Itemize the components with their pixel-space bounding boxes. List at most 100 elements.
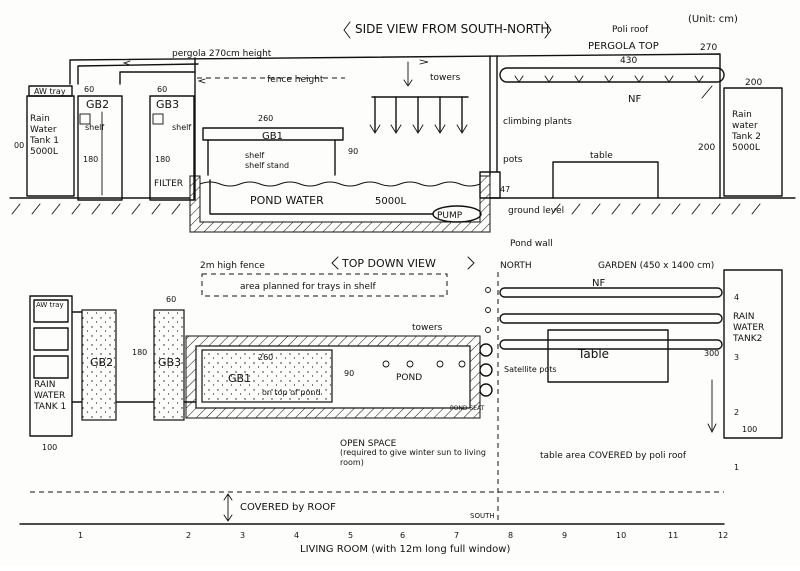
svg-text:3: 3: [240, 531, 245, 540]
dim-60-gb2: 60: [84, 85, 94, 94]
nf-drops: [514, 75, 704, 83]
pond-wall-side: [189, 175, 491, 233]
svg-text:4: 4: [734, 293, 739, 302]
dim-180-top: 180: [132, 348, 147, 357]
area-planned-label: area planned for trays in shelf: [240, 282, 377, 292]
pond-wall-label: Pond wall: [510, 239, 553, 249]
nf-label-top: NF: [592, 278, 605, 289]
dim-47-side: 47: [500, 185, 510, 194]
side-view: SIDE VIEW FROM SOUTH-NORTH (Unit: cm) Po…: [9, 14, 796, 249]
dim-430: 430: [620, 56, 637, 66]
svg-text:8: 8: [508, 531, 513, 540]
svg-text:2: 2: [734, 408, 739, 417]
svg-text:3: 3: [734, 353, 739, 362]
aw-tray-side: AW tray: [34, 87, 66, 96]
svg-text:12: 12: [718, 531, 728, 540]
pots-label-side: pots: [503, 155, 523, 165]
dim-180-gb3: 180: [155, 155, 170, 164]
climbing-plants-label: climbing plants: [503, 117, 572, 127]
dim-60-gb3: 60: [157, 85, 167, 94]
svg-text:7: 7: [454, 531, 459, 540]
gb1-label-top: GB1: [228, 372, 251, 385]
svg-text:6: 6: [400, 531, 405, 540]
on-top-label: on top of pond: [262, 388, 321, 397]
south-label: SOUTH: [470, 512, 495, 520]
dim-100-tank2: 100: [742, 425, 757, 434]
dim-200-top: 200: [745, 78, 762, 88]
open-space-label: OPEN SPACE: [340, 439, 397, 449]
fence-label-top: 2m high fence: [200, 261, 265, 271]
pond-seat-label: POND SEAT: [450, 405, 485, 412]
gb2-side: [77, 95, 123, 201]
svg-text:1: 1: [734, 463, 739, 472]
living-room-label: LIVING ROOM (with 12m long full window): [300, 544, 510, 555]
tank-1-label-side: Rain Water Tank 1 5000L: [30, 114, 60, 157]
gb1-label-side: GB1: [262, 131, 283, 142]
satellite-pots-top: [479, 287, 493, 397]
units-label: (Unit: cm): [688, 14, 738, 25]
rain-water-tank-2-top: [723, 269, 783, 439]
towers-label-side: towers: [430, 73, 461, 83]
right-ticks: 4 3 2 1: [734, 293, 739, 472]
gb2-top: [81, 309, 117, 421]
dim-90-top: 90: [344, 369, 354, 378]
table-label-side: table: [590, 151, 613, 161]
towers-top: [382, 360, 466, 368]
filter-label: FILTER: [154, 179, 183, 189]
top-view: TOP DOWN VIEW 2m high fence area planned…: [19, 256, 783, 555]
nf-label-side: NF: [628, 94, 641, 105]
satellite-pots-label: Satellite pots: [504, 365, 557, 374]
svg-text:11: 11: [668, 531, 678, 540]
grid-ticks: 1 2 3 4 5 6 7 8 9 10 11 12: [78, 531, 728, 540]
shelf-stand-label: shelf stand: [245, 161, 289, 170]
gb2-label-top: GB2: [90, 356, 113, 369]
north-label: NORTH: [500, 261, 532, 271]
dim-260-side: 260: [258, 114, 273, 123]
dim-180-gb2: 180: [83, 155, 98, 164]
gb3-label-top: GB3: [158, 356, 181, 369]
dim-60-top: 60: [166, 295, 176, 304]
dim-100-tank1: 100: [42, 443, 57, 452]
svg-text:4: 4: [294, 531, 299, 540]
tank-1-label-top: RAIN WATER TANK 1: [34, 380, 67, 412]
fence-height-label: fence height: [267, 75, 324, 85]
top-view-title: TOP DOWN VIEW: [341, 257, 436, 270]
table-label-top: Table: [577, 347, 609, 361]
rain-water-tank-1-top: [29, 295, 73, 437]
svg-text:2: 2: [186, 531, 191, 540]
open-space-note: (required to give winter sun to living r…: [340, 448, 486, 467]
ground-level-label: ground level: [508, 206, 564, 216]
pond-water-label: POND WATER: [250, 194, 324, 207]
dim-200-side: 200: [698, 143, 715, 153]
table-top: [547, 329, 669, 383]
aw-tray-top: AW tray: [36, 301, 64, 309]
gb3-side: [149, 95, 195, 201]
nf-pipes-top: [499, 287, 723, 350]
pergola-top-label: PERGOLA TOP: [588, 41, 659, 52]
dim-260-top: 260: [258, 353, 273, 362]
poli-roof-label: Poli roof: [612, 25, 649, 35]
svg-text:5: 5: [348, 531, 353, 540]
pergola-height-label: pergola 270cm height: [172, 49, 272, 59]
tank-2-label-side: Rain water Tank 2 5000L: [732, 110, 762, 153]
garden-label: GARDEN (450 x 1400 cm): [598, 261, 714, 271]
rain-water-tank-2-side: [723, 87, 783, 197]
svg-text:10: 10: [616, 531, 626, 540]
gb3-label-side: GB3: [156, 98, 179, 111]
pond-label-top: POND: [396, 373, 422, 383]
liters-label: 5000L: [375, 196, 406, 207]
dim-00: 00: [14, 141, 24, 150]
shelf-label-gb3: shelf: [172, 123, 191, 132]
gb3-top: [153, 309, 185, 421]
gb2-label-side: GB2: [86, 98, 109, 111]
dim-90-side: 90: [348, 147, 358, 156]
towers-side: [369, 96, 469, 134]
gb1-side: [202, 127, 344, 141]
table-area-label: table area COVERED by poli roof: [540, 451, 687, 461]
side-view-title: SIDE VIEW FROM SOUTH-NORTH: [355, 22, 549, 36]
svg-text:9: 9: [562, 531, 567, 540]
svg-text:1: 1: [78, 531, 83, 540]
shelf-label-gb1: shelf: [245, 151, 264, 160]
